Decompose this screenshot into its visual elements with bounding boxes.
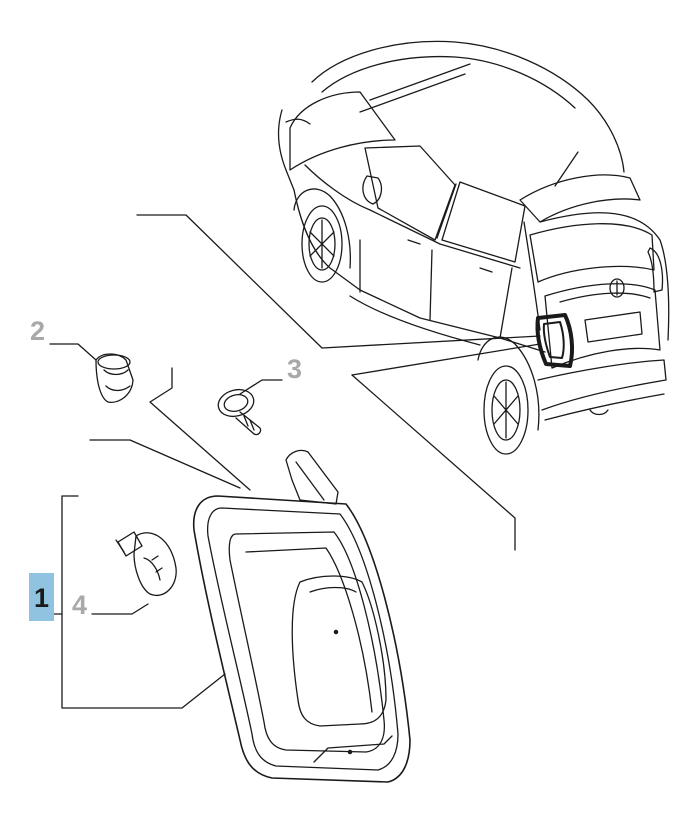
grommet-part [95, 353, 134, 403]
callout-3[interactable]: 3 [287, 354, 303, 384]
callout-1[interactable]: 1 [29, 573, 55, 621]
vehicle-outline [277, 40, 670, 455]
tail-lamp-part [192, 449, 411, 783]
bulb-part [115, 531, 177, 596]
clip-part [217, 388, 262, 436]
leader-lines [43, 214, 541, 709]
callout-2[interactable]: 2 [30, 316, 46, 346]
callout-4[interactable]: 4 [72, 590, 88, 620]
